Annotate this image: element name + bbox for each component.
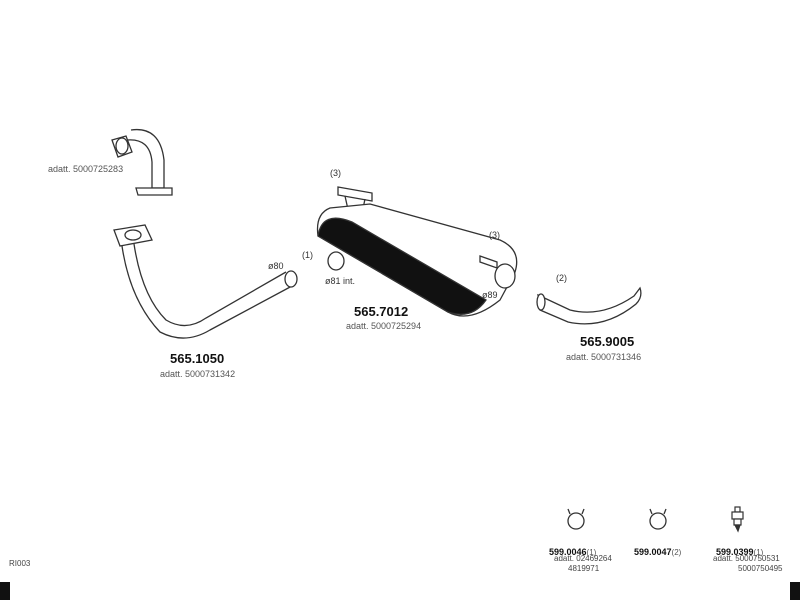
- muffler-number: 565.7012: [354, 304, 409, 319]
- front-pipe-adatt: adatt. 5000731342: [160, 369, 236, 379]
- accessory-number: 599.0046: [549, 547, 587, 557]
- accessory-adatt: adatt. 02469264: [554, 554, 612, 563]
- accessory-qty: (2): [671, 548, 682, 557]
- muffler-callout-3a: (3): [330, 168, 341, 178]
- front-pipe: [113, 224, 298, 339]
- accessory-number: 599.0399: [716, 547, 754, 557]
- muffler-outlet-diameter: ø89: [482, 290, 498, 300]
- accessory-label: 599.0399(1): [716, 543, 763, 559]
- tail-pipe-number: 565.9005: [580, 334, 635, 349]
- clamp-icon: [649, 508, 667, 530]
- front-pipe-diameter: ø80: [268, 261, 284, 271]
- diagram-code: RI003: [9, 559, 31, 568]
- muffler-adatt: adatt. 5000725294: [346, 321, 422, 331]
- accessory-number: 599.0047: [634, 547, 672, 557]
- muffler-callout-1: (1): [302, 250, 313, 260]
- muffler-callout-3b: (3): [489, 230, 500, 240]
- flange-adatt-label: adatt. 5000725283: [48, 164, 124, 174]
- accessory-qty: (1): [586, 548, 597, 557]
- corner-mark: [0, 582, 10, 600]
- rubber-mount-icon: [731, 506, 744, 533]
- accessory-adatt: adatt. 5000750531: [713, 554, 780, 563]
- accessory-qty: (1): [753, 548, 764, 557]
- front-pipe-number: 565.1050: [170, 351, 225, 366]
- tail-pipe-adatt: adatt. 5000731346: [566, 352, 642, 362]
- tail-pipe: [536, 286, 642, 325]
- accessory-adatt-2: 4819971: [568, 564, 600, 573]
- accessory-label: 599.0047(2): [634, 543, 681, 559]
- muffler: [316, 186, 518, 317]
- clamp-icon: [567, 508, 585, 530]
- accessory-adatt-2: 5000750495: [738, 564, 783, 573]
- tail-pipe-callout-2: (2): [556, 273, 567, 283]
- muffler-inlet-diameter: ø81 int.: [325, 276, 356, 286]
- corner-mark: [790, 582, 800, 600]
- front-flange-elbow: [111, 128, 173, 196]
- accessory-label: 599.0046(1): [549, 543, 596, 559]
